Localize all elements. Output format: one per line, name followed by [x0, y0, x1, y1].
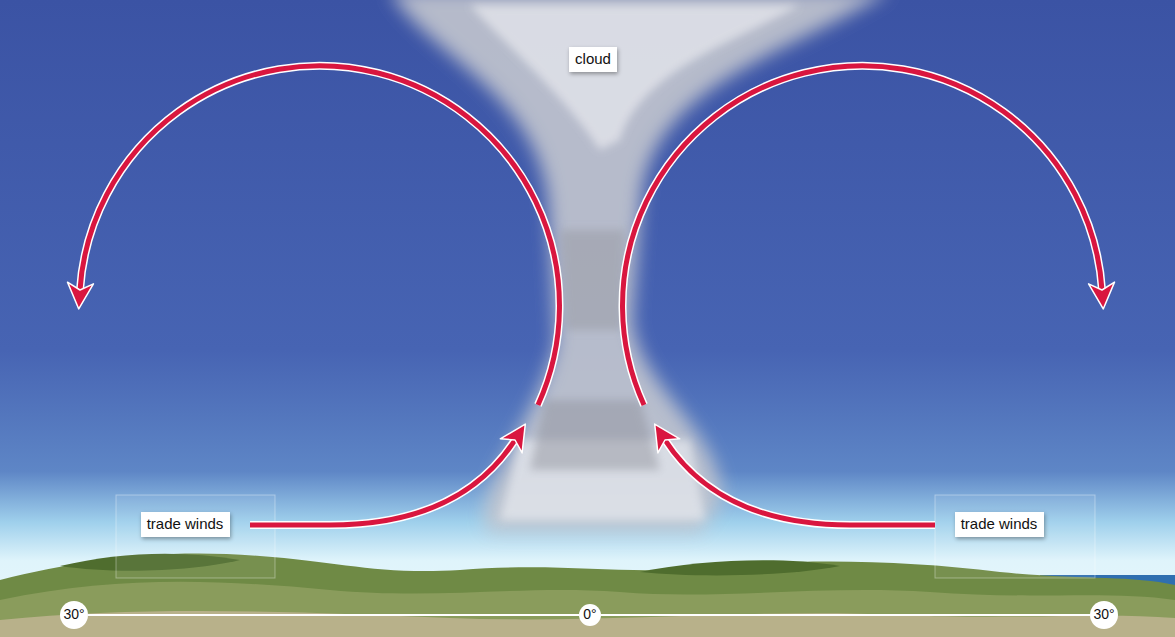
label-text: 0°: [583, 607, 596, 622]
label-text: 30°: [1093, 607, 1114, 622]
label-text: trade winds: [147, 516, 224, 533]
label-frame: [116, 495, 275, 578]
label-frame: [935, 495, 1095, 578]
cloud-column: [390, 0, 890, 532]
wind-label: trade winds: [141, 512, 230, 537]
label-text: trade winds: [961, 516, 1038, 533]
circulation-arrows: [80, 66, 1102, 525]
cloud-label: cloud: [569, 47, 617, 72]
latitude-line: [601, 614, 1090, 616]
label-text: 30°: [63, 607, 84, 622]
label-text: cloud: [575, 51, 611, 68]
wind-label: trade winds: [955, 512, 1044, 537]
latitude-line: [88, 614, 579, 616]
latitude-marker: 30°: [60, 601, 88, 629]
latitude-marker: 30°: [1090, 601, 1118, 629]
latitude-marker: 0°: [579, 604, 601, 626]
